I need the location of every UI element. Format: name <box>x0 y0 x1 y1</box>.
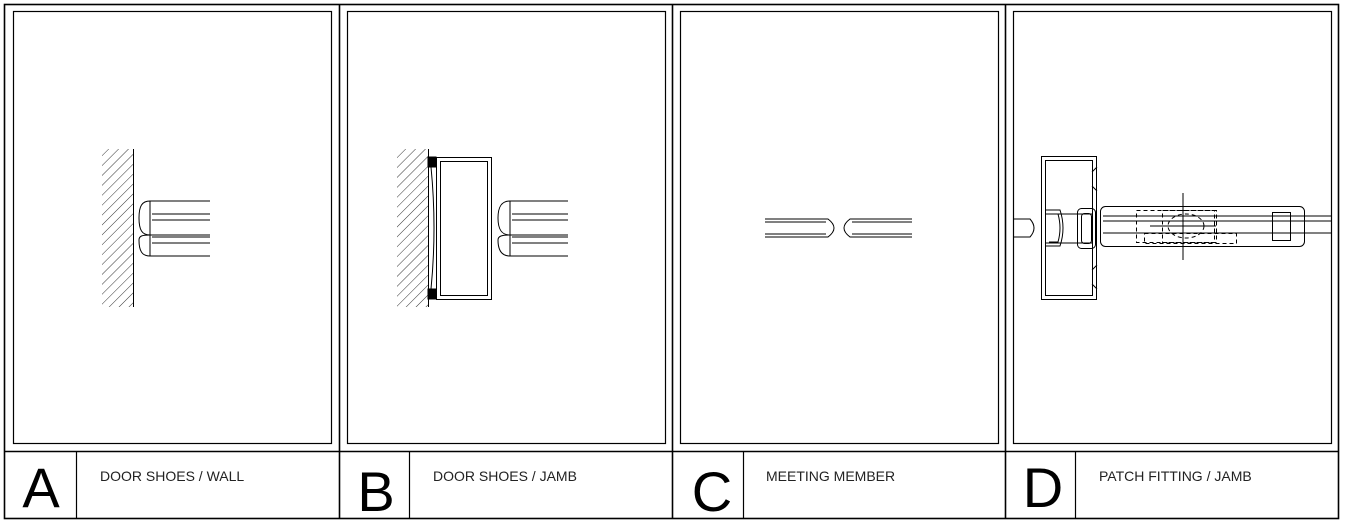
detail-b-door-shoe-jamb <box>397 149 568 307</box>
sheet-frame <box>3 3 1340 520</box>
panel-b-frame <box>346 10 667 445</box>
panel-c-frame <box>679 10 1000 445</box>
detail-caption-b: DOOR SHOES / JAMB <box>433 468 577 484</box>
detail-caption-d: PATCH FITTING / JAMB <box>1099 468 1252 484</box>
detail-letter-d: D <box>1023 456 1063 519</box>
detail-letter-b: B <box>357 460 394 523</box>
detail-letter-c: C <box>692 460 732 523</box>
detail-letter-a: A <box>22 456 60 519</box>
detail-c-meeting-member <box>765 218 912 238</box>
detail-caption-c: MEETING MEMBER <box>766 468 895 484</box>
panel-d-frame <box>1012 10 1333 445</box>
detail-d-patch-fitting-jamb <box>1013 156 1331 300</box>
detail-a-door-shoe-wall <box>102 149 210 307</box>
panel-a-frame <box>12 10 333 445</box>
detail-caption-a: DOOR SHOES / WALL <box>100 468 244 484</box>
